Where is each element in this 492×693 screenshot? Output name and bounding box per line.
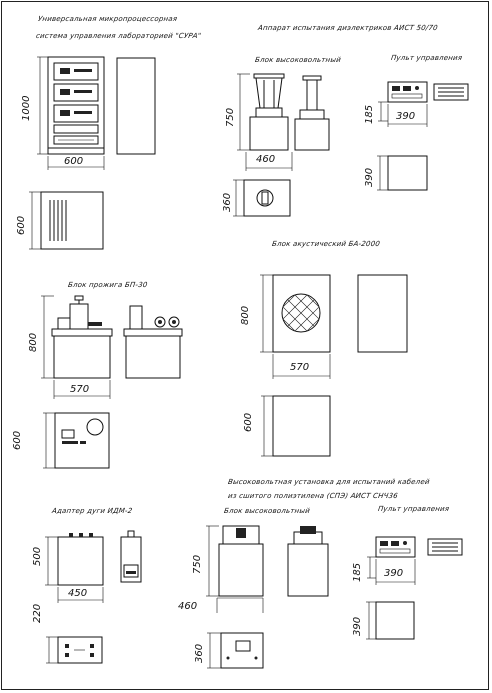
dim-panel-width: 390 — [396, 111, 416, 122]
dim-panel2-depth: 390 — [352, 616, 363, 636]
aisi-hv-block-front — [249, 73, 289, 151]
sura-cabinet-front — [47, 56, 105, 155]
dim-burn-height: 800 — [28, 332, 39, 352]
dim-aisi-depth: 360 — [222, 192, 233, 212]
caption-hv-install-line1: Высоковольтная установка для испытаний к… — [227, 478, 431, 486]
caption-hv-install-line2: из сшитого полиэтилена (СПЭ) АИСТ СНЧ36 — [227, 492, 399, 500]
sura-dimension-lines — [37, 56, 105, 170]
hv2-dimension-lines — [206, 525, 264, 613]
control-panel-2 — [366, 536, 463, 640]
dim-sura-height: 1000 — [21, 95, 32, 121]
dim-burn-width: 570 — [70, 384, 90, 395]
burn-block-front — [51, 295, 113, 379]
acoustic-block-front — [272, 274, 331, 353]
dim-adapter-depth: 220 — [32, 603, 43, 623]
dim-panel-depth: 390 — [364, 167, 375, 187]
dim-hv2-depth: 360 — [194, 643, 205, 663]
caption-control-panel-2: Пульт управления — [377, 505, 450, 513]
dim-burn-depth: 600 — [12, 430, 23, 450]
burn-block-side — [123, 305, 183, 379]
aisi-control-panel — [377, 81, 469, 191]
caption-hv-block-2: Блок высоковольтный — [223, 507, 311, 515]
dim-acoustic-width: 570 — [290, 362, 310, 373]
dim-panel-height: 185 — [364, 104, 375, 124]
dim-hv2-width: 460 — [178, 601, 198, 612]
dim-acoustic-depth: 600 — [243, 412, 254, 432]
caption-control-panel: Пульт управления — [390, 54, 463, 62]
sura-cabinet-side — [116, 57, 156, 155]
dim-adapter-width: 450 — [68, 588, 88, 599]
dim-sura-depth: 600 — [16, 215, 27, 235]
hv2-block-front — [218, 525, 264, 597]
aisi-hv-block-top — [233, 179, 291, 217]
acoustic-dimension-lines — [260, 274, 331, 379]
hv2-block-top — [207, 632, 264, 669]
dim-panel2-width: 390 — [384, 568, 404, 579]
hv2-block-side — [287, 526, 329, 597]
acoustic-block-top — [261, 395, 331, 457]
arc-adapter-dimension-lines — [45, 536, 104, 603]
caption-arc-adapter: Адаптер дуги ИДМ-2 — [51, 507, 133, 515]
burn-dimension-lines — [41, 295, 111, 399]
caption-burn-block: Блок прожига БП-30 — [67, 281, 149, 289]
arc-adapter-top — [46, 636, 103, 664]
arc-adapter-side — [120, 530, 142, 583]
aisi-dimension-lines — [237, 73, 293, 171]
dim-hv2-height: 750 — [192, 554, 203, 574]
dim-adapter-height: 500 — [32, 546, 43, 566]
dim-aisi-height: 750 — [225, 107, 236, 127]
dim-panel2-height: 185 — [352, 562, 363, 582]
dim-sura-width: 600 — [64, 156, 84, 167]
dim-acoustic-height: 800 — [240, 305, 251, 325]
caption-aisi-title: Аппарат испытания диэлектриков АИСТ 50/7… — [257, 24, 439, 32]
caption-acoustic-title: Блок акустический БА-2000 — [271, 240, 381, 248]
acoustic-block-side — [357, 274, 408, 353]
caption-hv-block: Блок высоковольтный — [254, 56, 342, 64]
sura-cabinet-top — [29, 191, 104, 250]
dim-aisi-width: 460 — [256, 154, 276, 165]
caption-sura-line1: Универсальная микропроцессорная — [37, 15, 178, 23]
arc-adapter-front — [57, 533, 104, 586]
burn-block-top — [43, 412, 110, 469]
aisi-hv-block-side — [294, 75, 330, 151]
caption-sura-line2: система управления лабораторией "СУРА" — [35, 32, 202, 40]
